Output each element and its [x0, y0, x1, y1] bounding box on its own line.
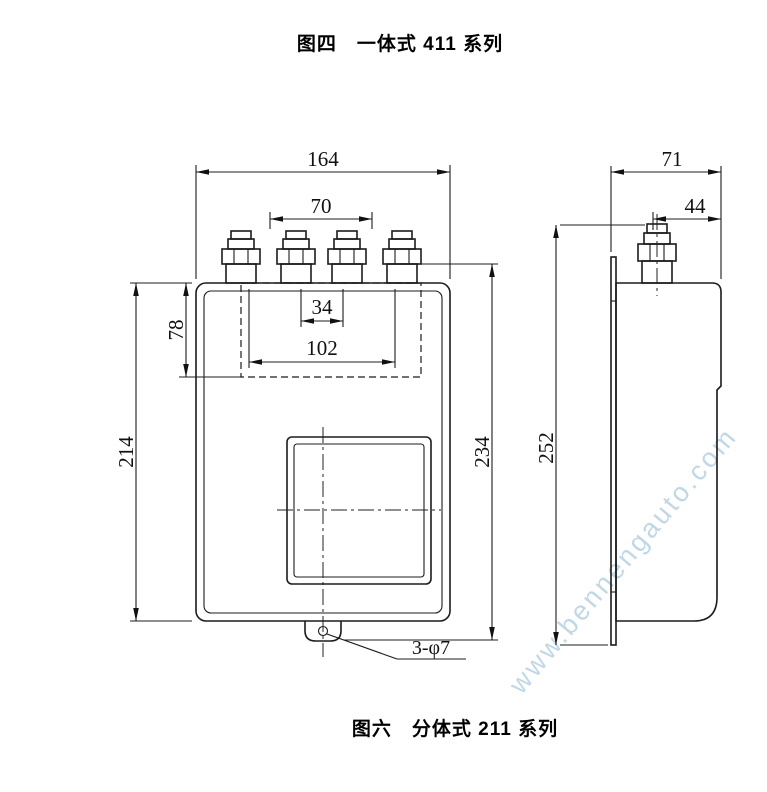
dim-252-label: 252 [534, 432, 558, 464]
front-view [195, 230, 451, 657]
dim-depth-cover: 44 [652, 194, 721, 230]
dim-width-overall: 164 [195, 147, 451, 279]
dim-214-label: 214 [114, 436, 138, 468]
note-mounting-holes: 3-φ7 [326, 633, 466, 660]
terminal-post-4 [382, 230, 422, 284]
dim-164-label: 164 [307, 147, 339, 171]
terminal-post-3 [327, 230, 367, 284]
dim-height-overall-front: 234 [344, 263, 498, 641]
dim-hidden-large: 102 [248, 289, 396, 368]
dim-height-upper: 78 [164, 283, 241, 378]
side-view [610, 214, 722, 646]
dim-71-label: 71 [662, 147, 683, 171]
dim-234-label: 234 [470, 436, 494, 468]
mounting-hole [317, 625, 329, 637]
note-3-phi7-label: 3-φ7 [412, 637, 450, 659]
terminal-post-2 [276, 230, 316, 284]
mounting-tab [304, 621, 342, 642]
dim-34-label: 34 [312, 295, 334, 319]
dim-terminal-pitch: 70 [269, 194, 373, 229]
terminal-post-1 [221, 230, 261, 284]
dim-hidden-small: 34 [300, 289, 344, 327]
dim-depth-overall: 71 [610, 147, 722, 279]
dim-102-label: 102 [306, 336, 338, 360]
dim-44-label: 44 [685, 194, 707, 218]
dim-70-label: 70 [311, 194, 332, 218]
figure-title-bottom: 图六 分体式 211 系列 [352, 717, 558, 740]
dimensions: 164 70 34 102 78 [114, 147, 722, 660]
dim-height-body: 214 [114, 282, 192, 622]
hidden-feature-outline [240, 282, 422, 378]
dim-height-overall-side: 252 [534, 224, 645, 646]
enclosure-inner-outline [203, 290, 443, 614]
dim-78-label: 78 [164, 320, 188, 341]
figure-title-top: 图四 一体式 411 系列 [297, 32, 503, 55]
